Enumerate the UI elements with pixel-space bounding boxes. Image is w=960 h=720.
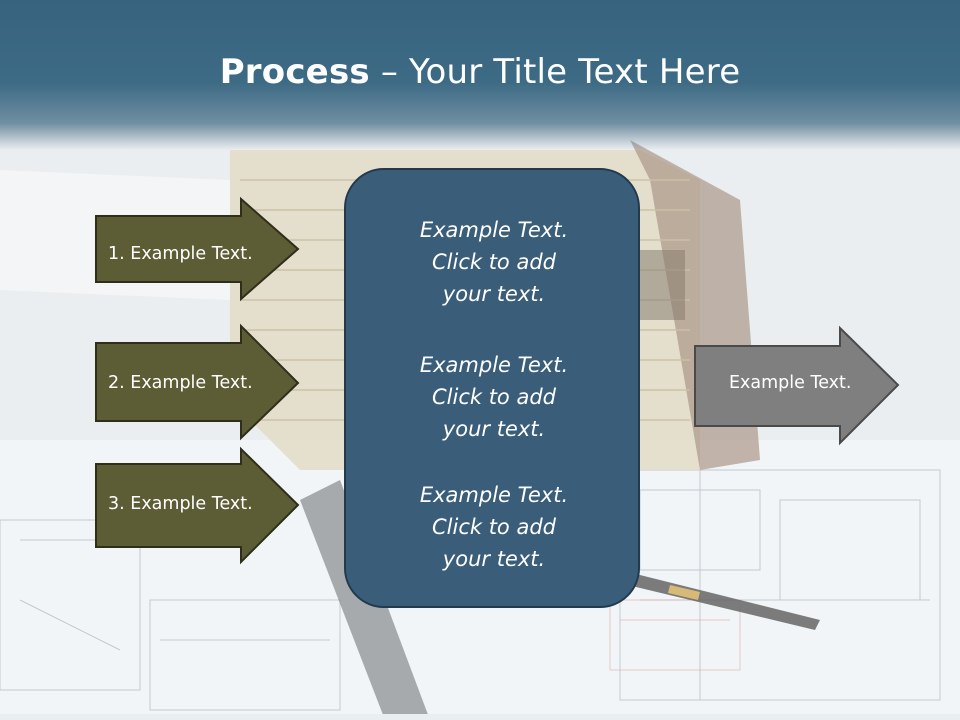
- left-arrow-3[interactable]: 3. Example Text.: [95, 446, 300, 565]
- right-arrow-label: Example Text.: [729, 373, 852, 393]
- center-paragraph-3-line-1: Example Text.: [419, 483, 569, 507]
- title-band: [0, 0, 960, 150]
- title-bold: Process: [219, 52, 370, 92]
- slide-title: Process – Your Title Text Here: [0, 52, 960, 92]
- title-rest: – Your Title Text Here: [369, 52, 741, 92]
- center-paragraph-1-line-3: your text.: [442, 282, 546, 306]
- left-arrow-2-label: 2. Example Text.: [108, 373, 253, 393]
- left-arrow-1-shape: [95, 196, 300, 302]
- center-paragraph-1-line-2: Click to add: [431, 250, 556, 274]
- right-arrow-shape: [694, 325, 900, 446]
- left-arrow-3-label: 3. Example Text.: [108, 494, 253, 514]
- left-arrow-2[interactable]: 2. Example Text.: [95, 323, 300, 441]
- center-paragraph-1-line-1: Example Text.: [419, 218, 569, 242]
- center-paragraph-3-line-2: Click to add: [431, 515, 556, 539]
- center-paragraph-2: Example Text. Click to add your text.: [346, 349, 642, 445]
- bottom-edge: [0, 714, 960, 720]
- center-paragraph-3-line-3: your text.: [442, 547, 546, 571]
- center-paragraph-2-line-3: your text.: [442, 417, 546, 441]
- left-arrow-1-label: 1. Example Text.: [108, 244, 253, 264]
- center-text-box[interactable]: Example Text. Click to add your text. Ex…: [344, 168, 640, 608]
- left-arrow-2-shape: [95, 323, 300, 441]
- center-paragraph-1: Example Text. Click to add your text.: [346, 214, 642, 310]
- center-paragraph-2-line-2: Click to add: [431, 385, 556, 409]
- left-arrow-3-shape: [95, 446, 300, 565]
- left-arrow-1[interactable]: 1. Example Text.: [95, 196, 300, 302]
- center-paragraph-3: Example Text. Click to add your text.: [346, 479, 642, 575]
- right-arrow[interactable]: Example Text.: [694, 325, 900, 446]
- center-paragraph-2-line-1: Example Text.: [419, 353, 569, 377]
